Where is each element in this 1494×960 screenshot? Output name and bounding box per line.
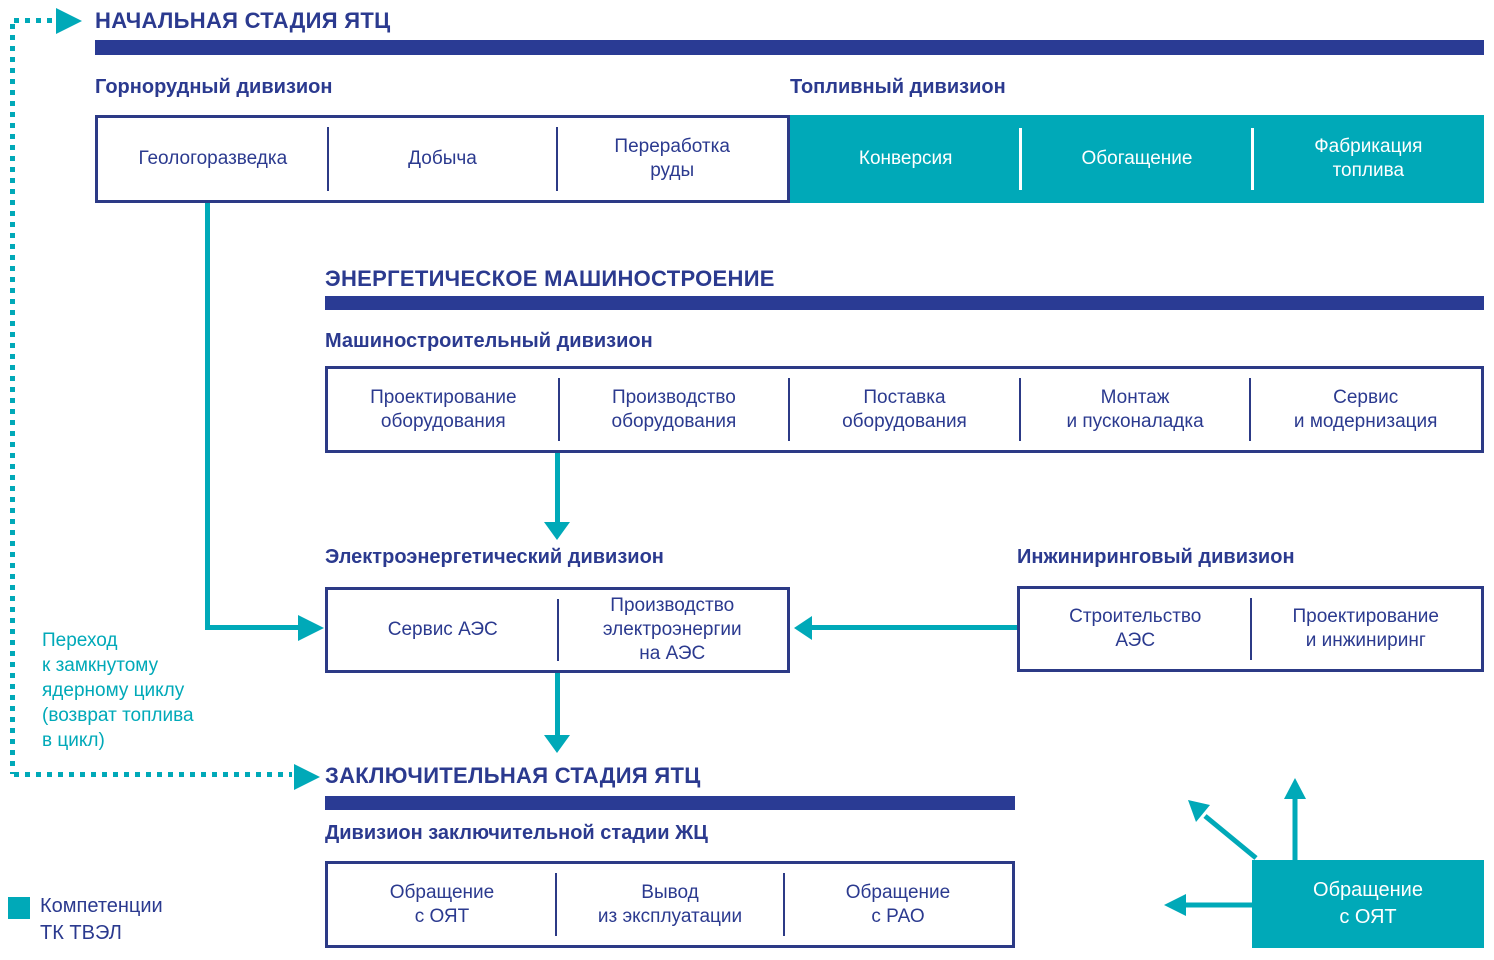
- back-end-division-heading: Дивизион заключительной стадии ЖЦ: [325, 822, 708, 844]
- arrow-machinery-to-power-head-icon: [544, 522, 570, 540]
- cell-enrichment: Обогащение: [1021, 115, 1254, 203]
- mining-division-heading: Горнорудный дивизион: [95, 76, 333, 98]
- cell-npp-construction: Строительство АЭС: [1020, 589, 1251, 669]
- final-stage-title: ЗАКЛЮЧИТЕЛЬНАЯ СТАДИЯ ЯТЦ: [325, 763, 701, 788]
- closed-cycle-note: Переход к замкнутому ядерному циклу (воз…: [42, 630, 194, 751]
- cell-fuel-fabrication: Фабрикация топлива: [1314, 136, 1423, 181]
- machinery-stage-title: ЭНЕРГЕТИЧЕСКОЕ МАШИНОСТРОЕНИЕ: [325, 266, 775, 291]
- engineering-division-heading: Инжиниринговый дивизион: [1017, 546, 1295, 568]
- cell-ore-processing: Переработка руды: [614, 136, 730, 181]
- spent-fuel-diagonal-arrow-line: [1203, 814, 1258, 860]
- cell-snf-management: Обращение с ОЯТ: [328, 864, 557, 945]
- recycle-loop-vertical-dotted-line: [10, 24, 15, 774]
- cell-equipment-design: Проектирование оборудования: [328, 369, 560, 450]
- cell-npp-service: Сервис АЭС: [328, 590, 558, 670]
- machine-building-division-row: Проектирование оборудования Производство…: [325, 366, 1484, 453]
- cell-conversion: Конверсия: [790, 115, 1023, 203]
- cell-equipment-supply: Поставка оборудования: [789, 369, 1021, 450]
- cell-geological-exploration: Геологоразведка: [98, 118, 329, 200]
- mining-division-row: Геологоразведка Добыча Переработка руды: [95, 115, 790, 203]
- cell-radwaste-management: Обращение с РАО: [845, 881, 951, 927]
- spent-fuel-handling-box: Обращение с ОЯТ: [1252, 860, 1484, 948]
- arrow-machinery-to-power-line: [555, 453, 560, 523]
- recycle-loop-bottom-dotted-line: [14, 772, 292, 777]
- arrow-engineering-to-power-head-icon: [794, 616, 812, 640]
- cell-electricity-generation: Производство электроэнергии на АЭС: [602, 595, 742, 664]
- final-stage-bar: [325, 796, 1015, 810]
- initial-stage-bar: [95, 40, 1484, 55]
- fuel-division-heading: Топливный дивизион: [790, 76, 1006, 98]
- machinery-stage-bar: [325, 296, 1484, 310]
- arrow-mining-to-power-head-icon: [298, 615, 324, 641]
- cell-decommissioning: Вывод из эксплуатации: [556, 864, 785, 945]
- cell-service-modernization: Сервис и модернизация: [1293, 386, 1438, 432]
- arrow-power-to-final-line: [555, 673, 560, 735]
- back-end-division-row: Обращение с ОЯТ Вывод из эксплуатации Об…: [325, 861, 1015, 948]
- arrow-mining-to-power-horizontal-line: [205, 625, 300, 630]
- arrow-engineering-to-power-line: [812, 625, 1017, 630]
- spent-fuel-up-arrowhead-icon: [1284, 778, 1306, 799]
- engineering-division-row: Строительство АЭС Проектирование и инжин…: [1017, 586, 1484, 672]
- spent-fuel-left-arrowhead-icon: [1164, 894, 1186, 916]
- power-division-heading: Электроэнергетический дивизион: [325, 546, 664, 568]
- legend-label: Компетенции ТК ТВЭЛ: [40, 895, 163, 944]
- spent-fuel-arrows: [1164, 778, 1306, 916]
- machine-building-division-heading: Машиностроительный дивизион: [325, 330, 653, 352]
- legend-color-swatch: [8, 897, 30, 919]
- recycle-loop-top-dotted-line: [14, 18, 56, 23]
- cell-design-engineering: Проектирование и инжиниринг: [1292, 606, 1439, 651]
- arrow-power-to-final-head-icon: [544, 735, 570, 753]
- fuel-division-row: Конверсия Обогащение Фабрикация топлива: [790, 115, 1484, 203]
- cell-installation-commissioning: Монтаж и пусконаладка: [1020, 369, 1251, 450]
- cell-mining: Добыча: [328, 118, 559, 200]
- cell-equipment-production: Производство оборудования: [559, 369, 790, 450]
- initial-stage-title: НАЧАЛЬНАЯ СТАДИЯ ЯТЦ: [95, 8, 391, 33]
- spent-fuel-diagonal-arrowhead-icon: [1188, 800, 1210, 822]
- arrow-mining-to-power-vertical-line: [205, 203, 210, 630]
- recycle-loop-top-arrowhead-icon: [56, 8, 82, 34]
- power-division-row: Сервис АЭС Производство электроэнергии н…: [325, 587, 790, 673]
- recycle-loop-bottom-arrowhead-icon: [294, 764, 320, 790]
